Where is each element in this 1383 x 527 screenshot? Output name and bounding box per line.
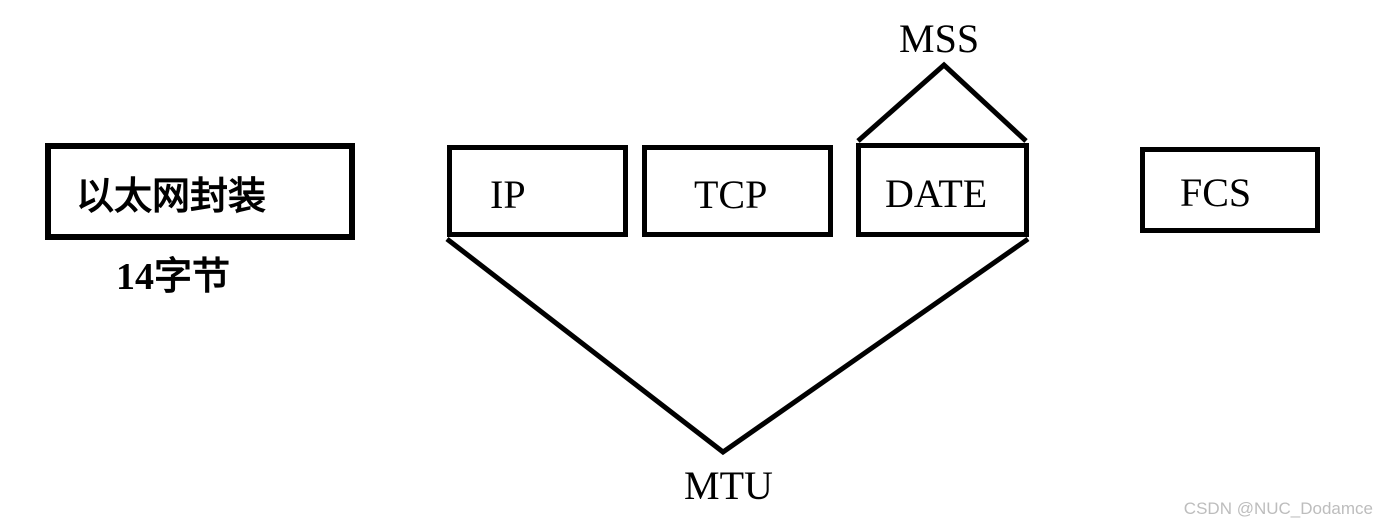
mss-triangle-line [856, 61, 1028, 143]
box-fcs-label: FCS [1180, 170, 1252, 215]
box-tcp: TCP [642, 145, 833, 237]
box-ethernet-label: 以太网封装 [76, 175, 267, 218]
box-ip-label: IP [490, 172, 526, 217]
box-date-label: DATE [885, 171, 988, 216]
box-ethernet: 以太网封装 [45, 143, 355, 240]
mss-label: MSS [899, 16, 980, 61]
bytes-label: 14字节 [116, 256, 231, 298]
box-date: DATE [856, 143, 1029, 237]
mtu-v-line [445, 236, 1030, 456]
box-fcs: FCS [1140, 147, 1320, 233]
watermark: CSDN @NUC_Dodamce [1183, 498, 1373, 518]
mtu-label: MTU [684, 463, 773, 508]
box-ip: IP [447, 145, 628, 237]
box-tcp-label: TCP [694, 172, 768, 217]
